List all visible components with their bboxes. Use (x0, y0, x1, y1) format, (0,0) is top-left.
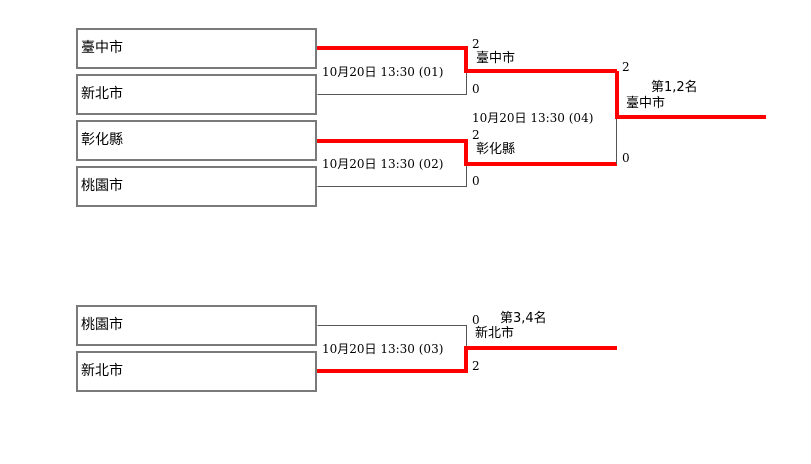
match-04-score-top: 2 (622, 60, 630, 74)
team-name: 桃園市 (81, 178, 123, 194)
final-title: 第1,2名 (651, 80, 698, 95)
team-name: 臺中市 (81, 40, 123, 56)
match-02-winner-path (317, 139, 617, 166)
team-name: 新北市 (81, 86, 123, 102)
match-04-score-bottom: 0 (622, 151, 630, 165)
match-03-winner: 新北市 (475, 326, 515, 341)
match-01-score-bottom: 0 (472, 82, 480, 96)
match-04-label: 10月20日 13:30 (04) (472, 111, 594, 125)
final-winner: 臺中市 (626, 96, 666, 111)
match-04-winner-path (615, 71, 766, 119)
match-01-label: 10月20日 13:30 (01) (322, 65, 444, 79)
match-03-score-top: 0 (472, 313, 480, 327)
team-box-taichung: 臺中市 (76, 28, 317, 69)
match-03-label: 10月20日 13:30 (03) (322, 342, 444, 356)
match-02-winner: 彰化縣 (476, 142, 516, 157)
match-01-score-top: 2 (472, 37, 480, 51)
team-box-new-taipei-lower: 新北市 (76, 351, 317, 392)
match-01-winner-path (317, 46, 617, 73)
team-box-changhua: 彰化縣 (76, 120, 317, 161)
match-03-winner-path (317, 346, 617, 373)
match-02-score-top: 2 (472, 128, 480, 142)
team-name: 彰化縣 (81, 132, 123, 148)
match-01-winner: 臺中市 (476, 51, 516, 66)
match-03-score-bottom: 2 (472, 359, 480, 373)
match-02-label: 10月20日 13:30 (02) (322, 157, 444, 171)
match-02-score-bottom: 0 (472, 174, 480, 188)
team-box-new-taipei: 新北市 (76, 74, 317, 115)
third-place-title: 第3,4名 (500, 311, 547, 326)
team-box-taoyuan-lower: 桃園市 (76, 305, 317, 346)
team-name: 新北市 (81, 363, 123, 379)
team-name: 桃園市 (81, 317, 123, 333)
team-box-taoyuan: 桃園市 (76, 166, 317, 207)
